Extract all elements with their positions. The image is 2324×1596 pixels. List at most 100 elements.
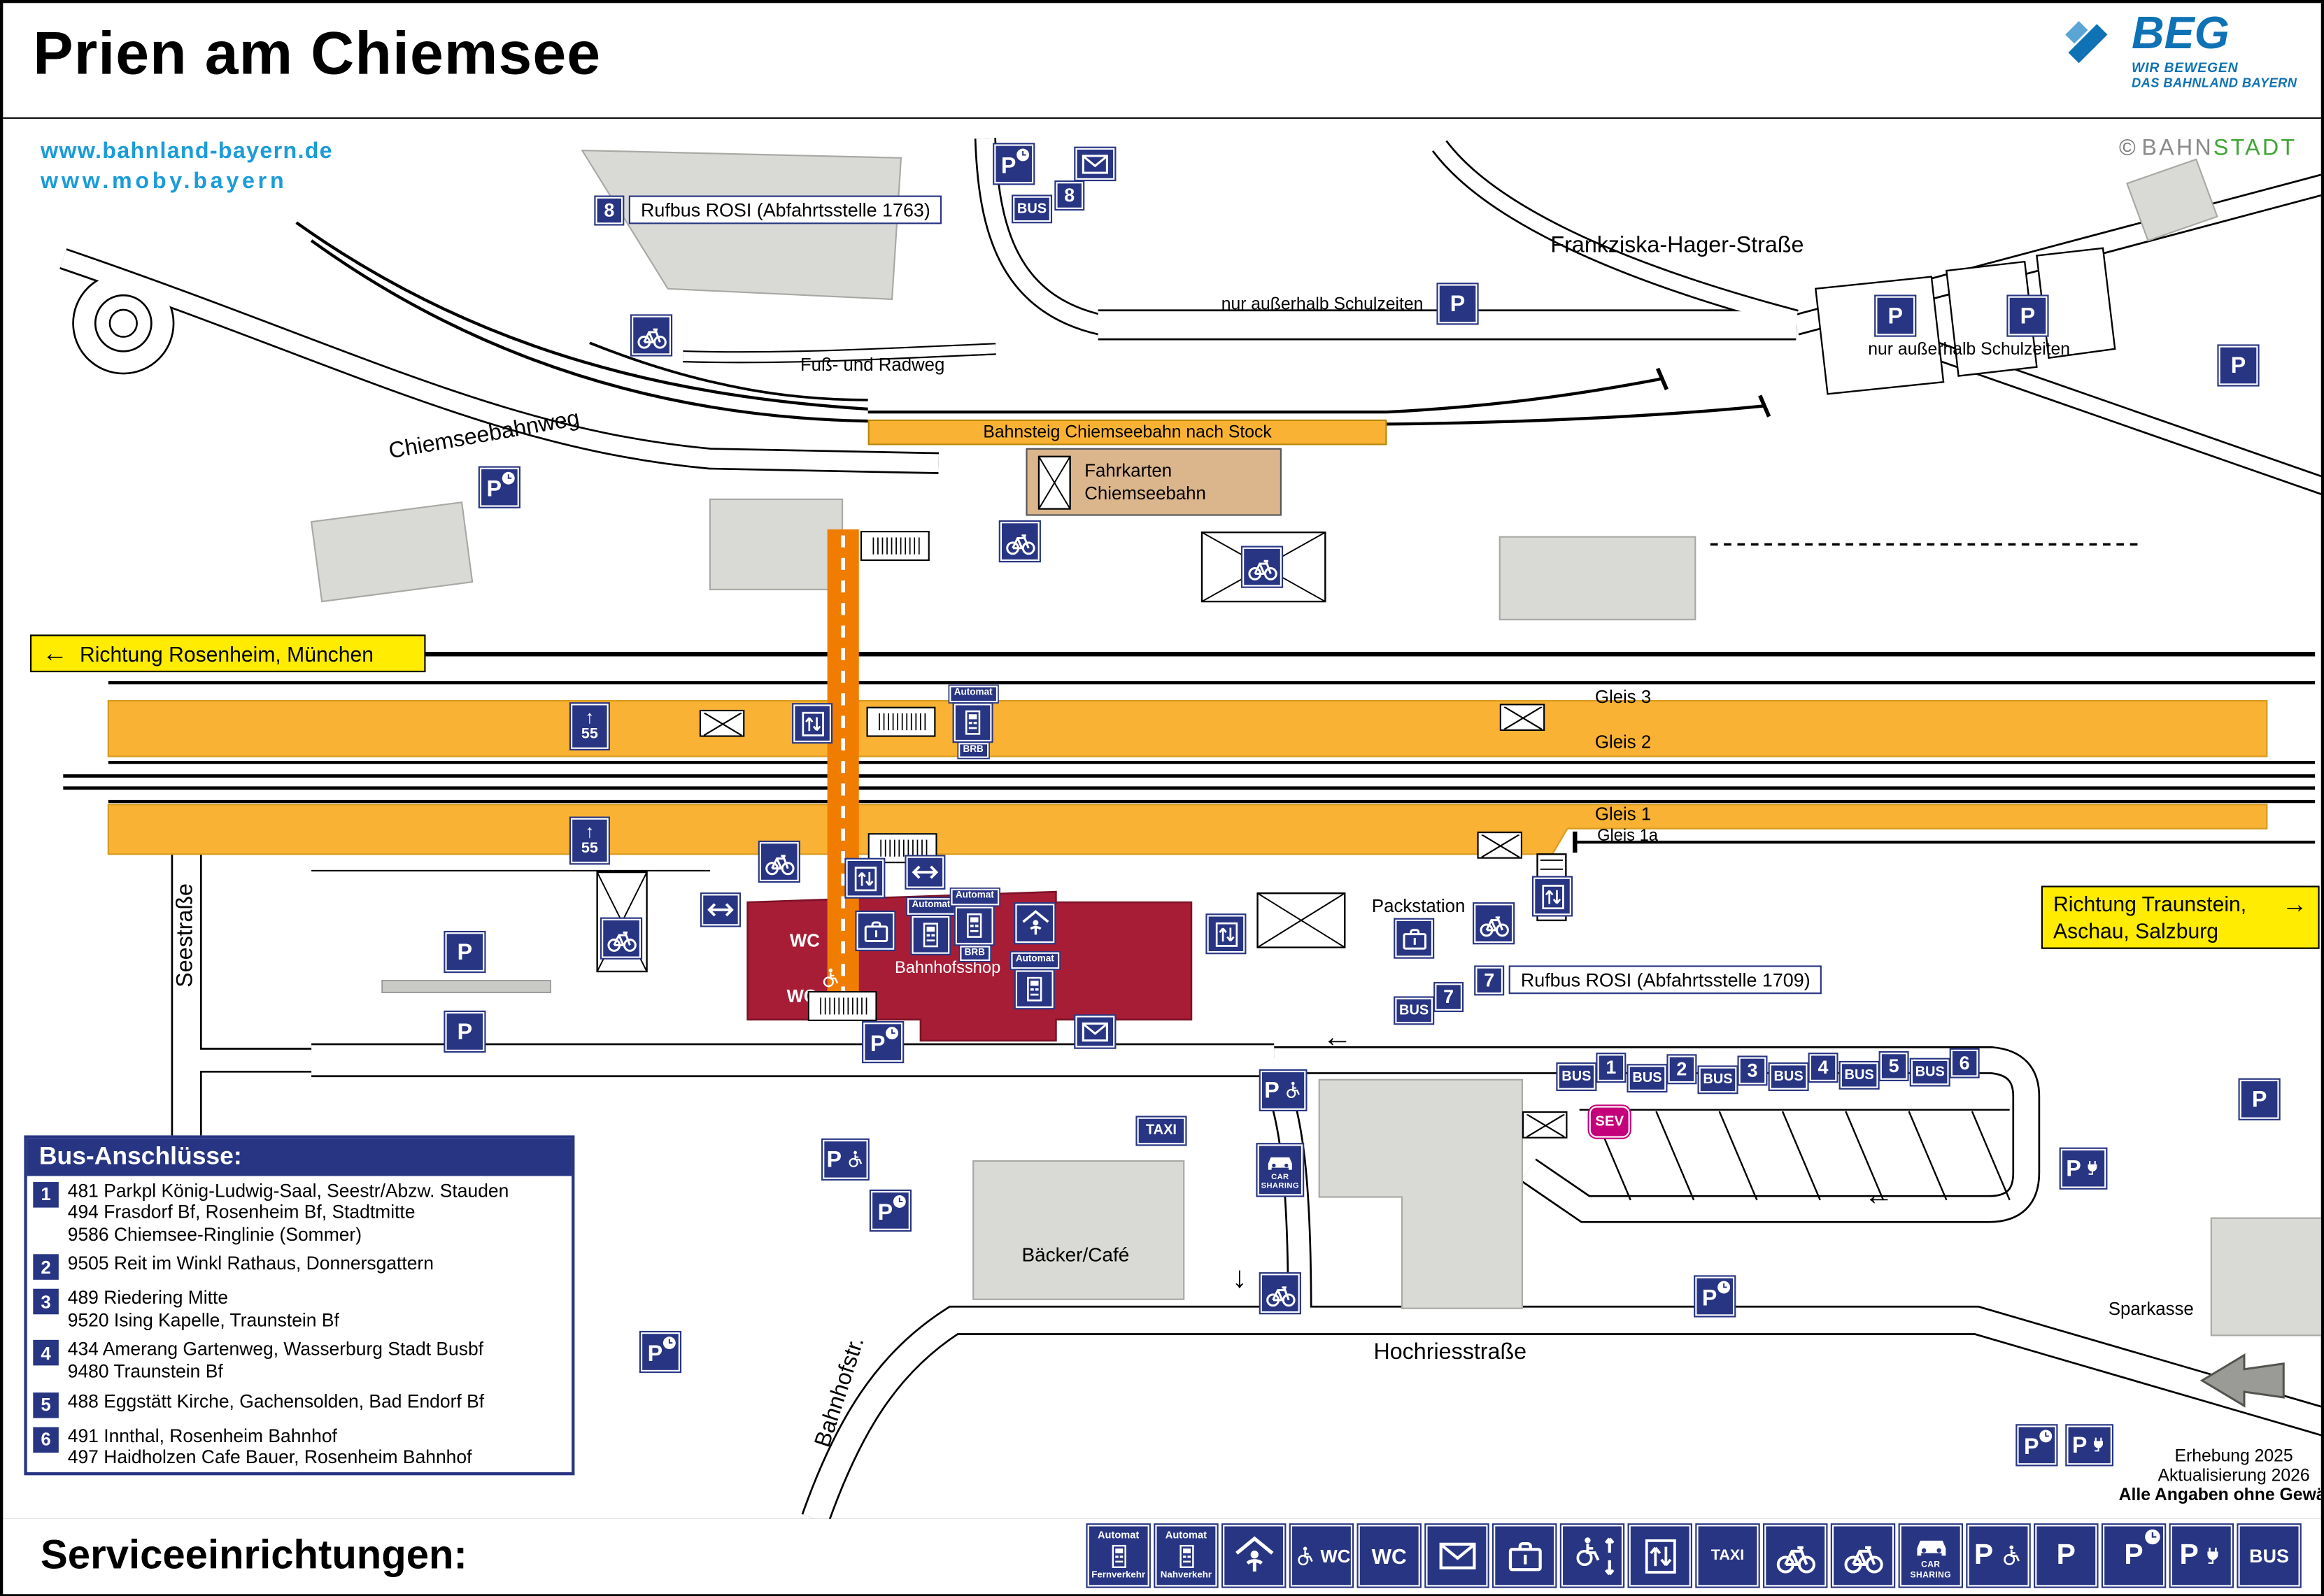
- bus-line-entry: 481 Parkpl König-Ludwig-Saal, Seestr/Abz…: [67, 1179, 509, 1201]
- map-label: Seestraße: [172, 883, 199, 988]
- service-icon-car-sharing: CAR SHARING: [1899, 1525, 1962, 1587]
- parking-charging-marker: P: [2067, 1425, 2112, 1465]
- map-label: WC: [789, 929, 820, 951]
- buildings: [310, 149, 2321, 1337]
- ticket-machine-stack: Automat: [907, 897, 955, 953]
- stop-number-marker: 1: [1597, 1054, 1625, 1081]
- mailbox-marker: [1075, 148, 1115, 180]
- map-label: Gleis 1: [1594, 804, 1652, 825]
- footer-title: Serviceeinrichtungen:: [41, 1532, 467, 1579]
- ticket-office-chiemseebahn: Fahrkarten Chiemseebahn: [1026, 448, 1282, 516]
- stop-number-marker: 2: [1668, 1055, 1696, 1083]
- legend-title: Bus-Anschlüsse:: [27, 1138, 572, 1176]
- platform-length-marker: ↑55: [571, 818, 609, 864]
- map-label: Hochriesstraße: [1373, 1339, 1527, 1365]
- service-icon-wc-accessible: WC: [1290, 1525, 1353, 1587]
- ticket-machine-stack: Automat: [1011, 950, 1059, 1008]
- bus-bays: [1579, 1109, 2011, 1201]
- stop-number-marker: 3: [1738, 1057, 1766, 1085]
- parking-short-term-marker: P: [640, 1332, 680, 1371]
- copyright-icon: ©: [2118, 135, 2136, 162]
- bus-stop-marker: BUS: [1769, 1064, 1808, 1090]
- fahrkarten-line2: Chiemseebahn: [1084, 482, 1206, 504]
- bahnstadt-credit: ©BAHNSTADT: [2119, 136, 2297, 162]
- parking-short-term-marker: P: [870, 1190, 910, 1230]
- rufbus-stop-1709: 7 Rufbus ROSI (Abfahrtsstelle 1709): [1475, 965, 1822, 995]
- map-label: Fuß- und Radweg: [800, 354, 945, 376]
- parking-marker: P: [445, 1012, 485, 1051]
- parking-marker: P: [1876, 296, 1915, 336]
- bus-connection-lines: 488 Eggstätt Kirche, Gachensolden, Bad E…: [68, 1390, 484, 1412]
- direction-traunstein-salzburg: Richtung Traunstein, → Aschau, Salzburg: [2041, 885, 2320, 949]
- website-link-2[interactable]: www.moby.bayern: [41, 168, 288, 194]
- map-label: Sparkasse: [2108, 1298, 2194, 1320]
- chiemseebahn-tracks: [295, 221, 1771, 426]
- stop-number-marker: 8: [1056, 182, 1084, 209]
- one-way-arrow: ↓: [1232, 1262, 1247, 1295]
- bus-line-entry: 488 Eggstätt Kirche, Gachensolden, Bad E…: [67, 1390, 485, 1412]
- direction-rosenheim-muenchen: ← Richtung Rosenheim, München: [30, 634, 426, 673]
- north-arrow: [2197, 1347, 2288, 1415]
- bus-line-entry: 9586 Chiemsee-Ringlinie (Sommer): [67, 1223, 362, 1245]
- beg-logo-icon: [2065, 21, 2108, 64]
- website-links: www.bahnland-bayern.de www.moby.bayern: [41, 138, 333, 194]
- rufbus-stop-1763: 8 Rufbus ROSI (Abfahrtsstelle 1763): [595, 195, 942, 225]
- stairs-icon: [860, 531, 930, 562]
- accessible-entrance-marker: [906, 856, 944, 888]
- platform-length-marker: ↑55: [571, 704, 609, 749]
- map-label: Aktualisierung 2026: [2158, 1467, 2310, 1485]
- service-icon-boarding-aid: [1561, 1525, 1624, 1587]
- bike-parking-marker: [1474, 904, 1514, 943]
- beg-tagline1: WIR BEWEGEN: [2132, 60, 2239, 76]
- parking-marker: P: [2239, 1079, 2279, 1119]
- bus-line-entry: 9505 Reit im Winkl Rathaus, Donnersgatte…: [67, 1253, 434, 1274]
- machine-label-top: Automat: [907, 898, 955, 914]
- platforms: [107, 699, 2268, 855]
- page-title: Prien am Chiemsee: [33, 21, 602, 87]
- chiemseebahn-platform-label: Bahnsteig Chiemseebahn nach Stock: [867, 419, 1387, 446]
- map-label: Gleis 3: [1594, 686, 1652, 708]
- road-fills: [60, 138, 2321, 1523]
- ticket-machine-marker: [912, 915, 950, 953]
- crossing-marker: [1522, 1111, 1568, 1139]
- bus-line-entry: 491 Innthal, Rosenheim Bahnhof: [67, 1425, 337, 1446]
- service-icon-bike-parking-covered: [1831, 1525, 1894, 1587]
- crossing-marker: [1499, 704, 1545, 731]
- bus-stop-marker: BUS: [1911, 1059, 1949, 1085]
- stop-number-marker: 5: [1880, 1053, 1908, 1080]
- bike-parking-marker: [1000, 522, 1040, 562]
- ticket-machine-marker: [1016, 969, 1054, 1008]
- parking-short-term-marker: P: [479, 467, 519, 507]
- map-label: Packstation: [1371, 895, 1466, 917]
- bike-parking-marker: [632, 315, 671, 355]
- machine-label-bottom: BRB: [958, 742, 989, 758]
- service-icon-parking-charging: P: [2170, 1525, 2232, 1587]
- rufbus-label: Rufbus ROSI (Abfahrtsstelle 1709): [1508, 965, 1822, 995]
- stop-number-marker: 6: [1950, 1049, 1978, 1077]
- bus-stop-number-badge: 3: [33, 1289, 59, 1315]
- direction-right-line2: Aschau, Salzburg: [2053, 918, 2218, 943]
- machine-label-top: Automat: [951, 888, 999, 905]
- parking-short-term-marker: P: [1695, 1276, 1735, 1316]
- bike-parking-marker: [759, 842, 799, 882]
- bus-stop-marker: BUS: [1699, 1067, 1737, 1093]
- bus-stop-number-badge: 4: [33, 1340, 59, 1367]
- one-way-arrow: ←: [1322, 1020, 1353, 1055]
- elevator-marker: [846, 859, 884, 897]
- service-icon-parking-short-term: P: [2102, 1525, 2165, 1587]
- parking-marker: P: [1438, 284, 1478, 324]
- bus-connection-lines: 9505 Reit im Winkl Rathaus, Donnersgatte…: [68, 1253, 434, 1275]
- bike-parking-marker: [1260, 1274, 1300, 1313]
- machine-label-top: Automat: [949, 685, 998, 702]
- parking-short-term-marker: P: [2017, 1425, 2057, 1465]
- map-label: Alle Angaben ohne Gewähr!: [2118, 1486, 2321, 1505]
- elevator-marker: [1533, 877, 1571, 915]
- website-link-1[interactable]: www.bahnland-bayern.de: [41, 138, 333, 164]
- stop-number-badge: 7: [1475, 966, 1503, 994]
